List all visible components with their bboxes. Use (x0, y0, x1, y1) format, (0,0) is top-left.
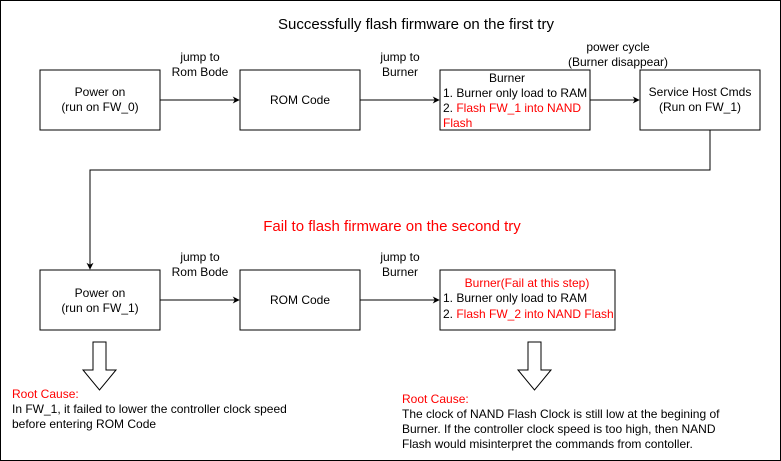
title-first-try: Successfully flash firmware on the first… (278, 16, 554, 33)
title-second-try: Fail to flash firmware on the second try (263, 218, 521, 235)
row2-burner-item2-prefix: 2. (443, 307, 456, 321)
row2-burner-item2-text: Flash FW_2 into NAND Flash (456, 307, 613, 321)
row1-burner-title: Burner (489, 71, 525, 85)
root-cause-left-line1: In FW_1, it failed to lower the controll… (12, 402, 287, 416)
right-down-arrow-icon (516, 341, 553, 391)
row1-jump-rom-line2: Rom Bode (172, 65, 229, 79)
row1-rom-code-label: ROM Code (270, 93, 330, 107)
row2-burner-box: Burner(Fail at this step) 1. Burner only… (439, 269, 616, 331)
row1-burner-item2: 2. Flash FW_1 into NAND (443, 101, 581, 115)
root-cause-right-line1: The clock of NAND Flash Clock is still l… (402, 407, 720, 421)
row1-jump-rom-line1: jump to (179, 50, 220, 64)
root-cause-right-line3: Flash would misinterpret the commands fr… (402, 437, 693, 451)
row1-power-on-line1: Power on (75, 85, 126, 99)
row2-burner-title: Burner(Fail at this step) (465, 276, 590, 290)
row1-rom-code-box: ROM Code (239, 69, 361, 131)
row2-rom-code-box: ROM Code (239, 269, 361, 331)
row1-power-on-box: Power on (run on FW_0) (39, 69, 161, 131)
row2-burner-item1: 1. Burner only load to RAM (443, 291, 587, 305)
root-cause-right-line2: Burner. If the controller clock speed is… (402, 422, 716, 436)
row2-power-on-line1: Power on (75, 286, 126, 300)
row1-jump-burner-line1: jump to (379, 50, 420, 64)
row2-jump-burner-line2: Burner (382, 265, 418, 279)
row1-power-on-line2: (run on FW_0) (61, 100, 138, 114)
root-cause-right-heading: Root Cause: (402, 392, 469, 406)
root-cause-left: Root Cause: In FW_1, it failed to lower … (12, 387, 287, 431)
root-cause-left-line2: before entering ROM Code (12, 417, 156, 431)
row1-burner-item2-prefix: 2. (443, 101, 456, 115)
row1-service-line1: Service Host Cmds (649, 85, 752, 99)
root-cause-right: Root Cause: The clock of NAND Flash Cloc… (402, 392, 720, 451)
row1-jump-burner-line2: Burner (382, 65, 418, 79)
row1-service-line2: (Run on FW_1) (659, 100, 741, 114)
loop-arrow-service-to-power-on (86, 130, 711, 270)
row2-burner-item2: 2. Flash FW_2 into NAND Flash (443, 307, 614, 321)
row1-burner-box: Burner 1. Burner only load to RAM 2. Fla… (439, 69, 591, 131)
row1-service-box: Service Host Cmds (Run on FW_1) (639, 69, 761, 131)
row2-jump-rom-line2: Rom Bode (172, 265, 229, 279)
row1-power-cycle-line1: power cycle (586, 40, 650, 54)
row2-power-on-line2: (run on FW_1) (61, 301, 138, 315)
left-down-arrow-icon (81, 341, 118, 391)
row1-power-cycle-line2: (Burner disappear) (568, 55, 668, 69)
root-cause-left-heading: Root Cause: (12, 387, 79, 401)
row2-jump-burner-line1: jump to (379, 250, 420, 264)
row1-burner-item2-line2: Flash (443, 116, 472, 130)
row2-jump-rom-line1: jump to (179, 250, 220, 264)
row2-rom-code-label: ROM Code (270, 293, 330, 307)
row1-burner-item1: 1. Burner only load to RAM (443, 86, 587, 100)
row2-power-on-box: Power on (run on FW_1) (39, 269, 161, 331)
row1-burner-item2-text: Flash FW_1 into NAND (456, 101, 581, 115)
